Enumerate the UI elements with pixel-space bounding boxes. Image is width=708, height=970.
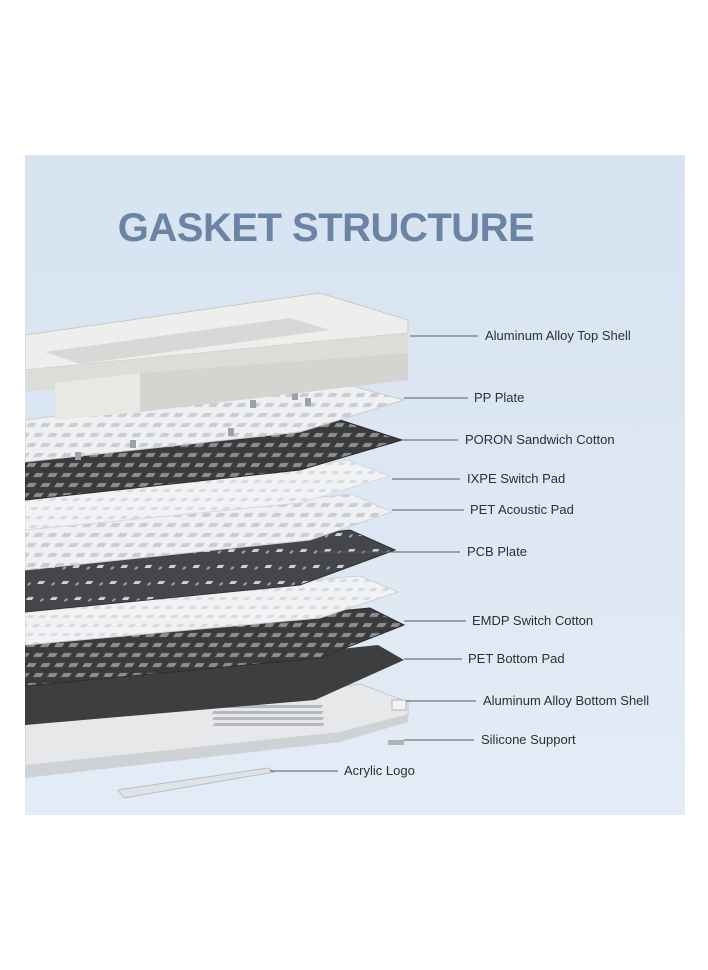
label-ixpe-switch-pad: IXPE Switch Pad	[467, 471, 566, 486]
acrylic-logo-shape	[117, 767, 276, 799]
top-shell-front-face	[55, 373, 140, 420]
label-pp-plate: PP Plate	[474, 390, 525, 405]
label-pet-bottom-pad: PET Bottom Pad	[468, 651, 565, 666]
pet-bottom-pad-shape	[25, 645, 404, 725]
emdp-switch-cotton-shape	[25, 607, 406, 687]
bottom-shell-vents	[211, 705, 325, 726]
bottom-shell-front	[25, 714, 408, 778]
label-acrylic-logo: Acrylic Logo	[344, 763, 415, 778]
bottom-shell-foot	[391, 699, 407, 711]
label-silicone-support: Silicone Support	[481, 732, 576, 747]
label-pcb-plate: PCB Plate	[467, 544, 527, 559]
ixpe-switch-pad-shape	[25, 459, 392, 531]
top-shell-front-edge	[140, 353, 408, 412]
page-title: GASKET STRUCTURE	[117, 206, 535, 250]
silicone-support-shape	[388, 740, 404, 745]
label-poron-sandwich-cotton: PORON Sandwich Cotton	[465, 432, 615, 447]
pcb-plate-shape	[25, 529, 397, 613]
leader-lines	[270, 335, 478, 772]
label-emdp-switch-cotton: EMDP Switch Cotton	[472, 613, 594, 628]
label-aluminum-alloy-top-shell: Aluminum Alloy Top Shell	[485, 328, 631, 343]
pet-acoustic-pad-shape	[25, 493, 394, 571]
label-pet-acoustic-pad: PET Acoustic Pad	[470, 502, 574, 517]
light-plate-shape	[25, 575, 400, 646]
top-shell-opening	[45, 318, 330, 364]
label-aluminum-alloy-bottom-shell: Aluminum Alloy Bottom Shell	[483, 693, 650, 708]
layer-stack	[25, 292, 409, 799]
